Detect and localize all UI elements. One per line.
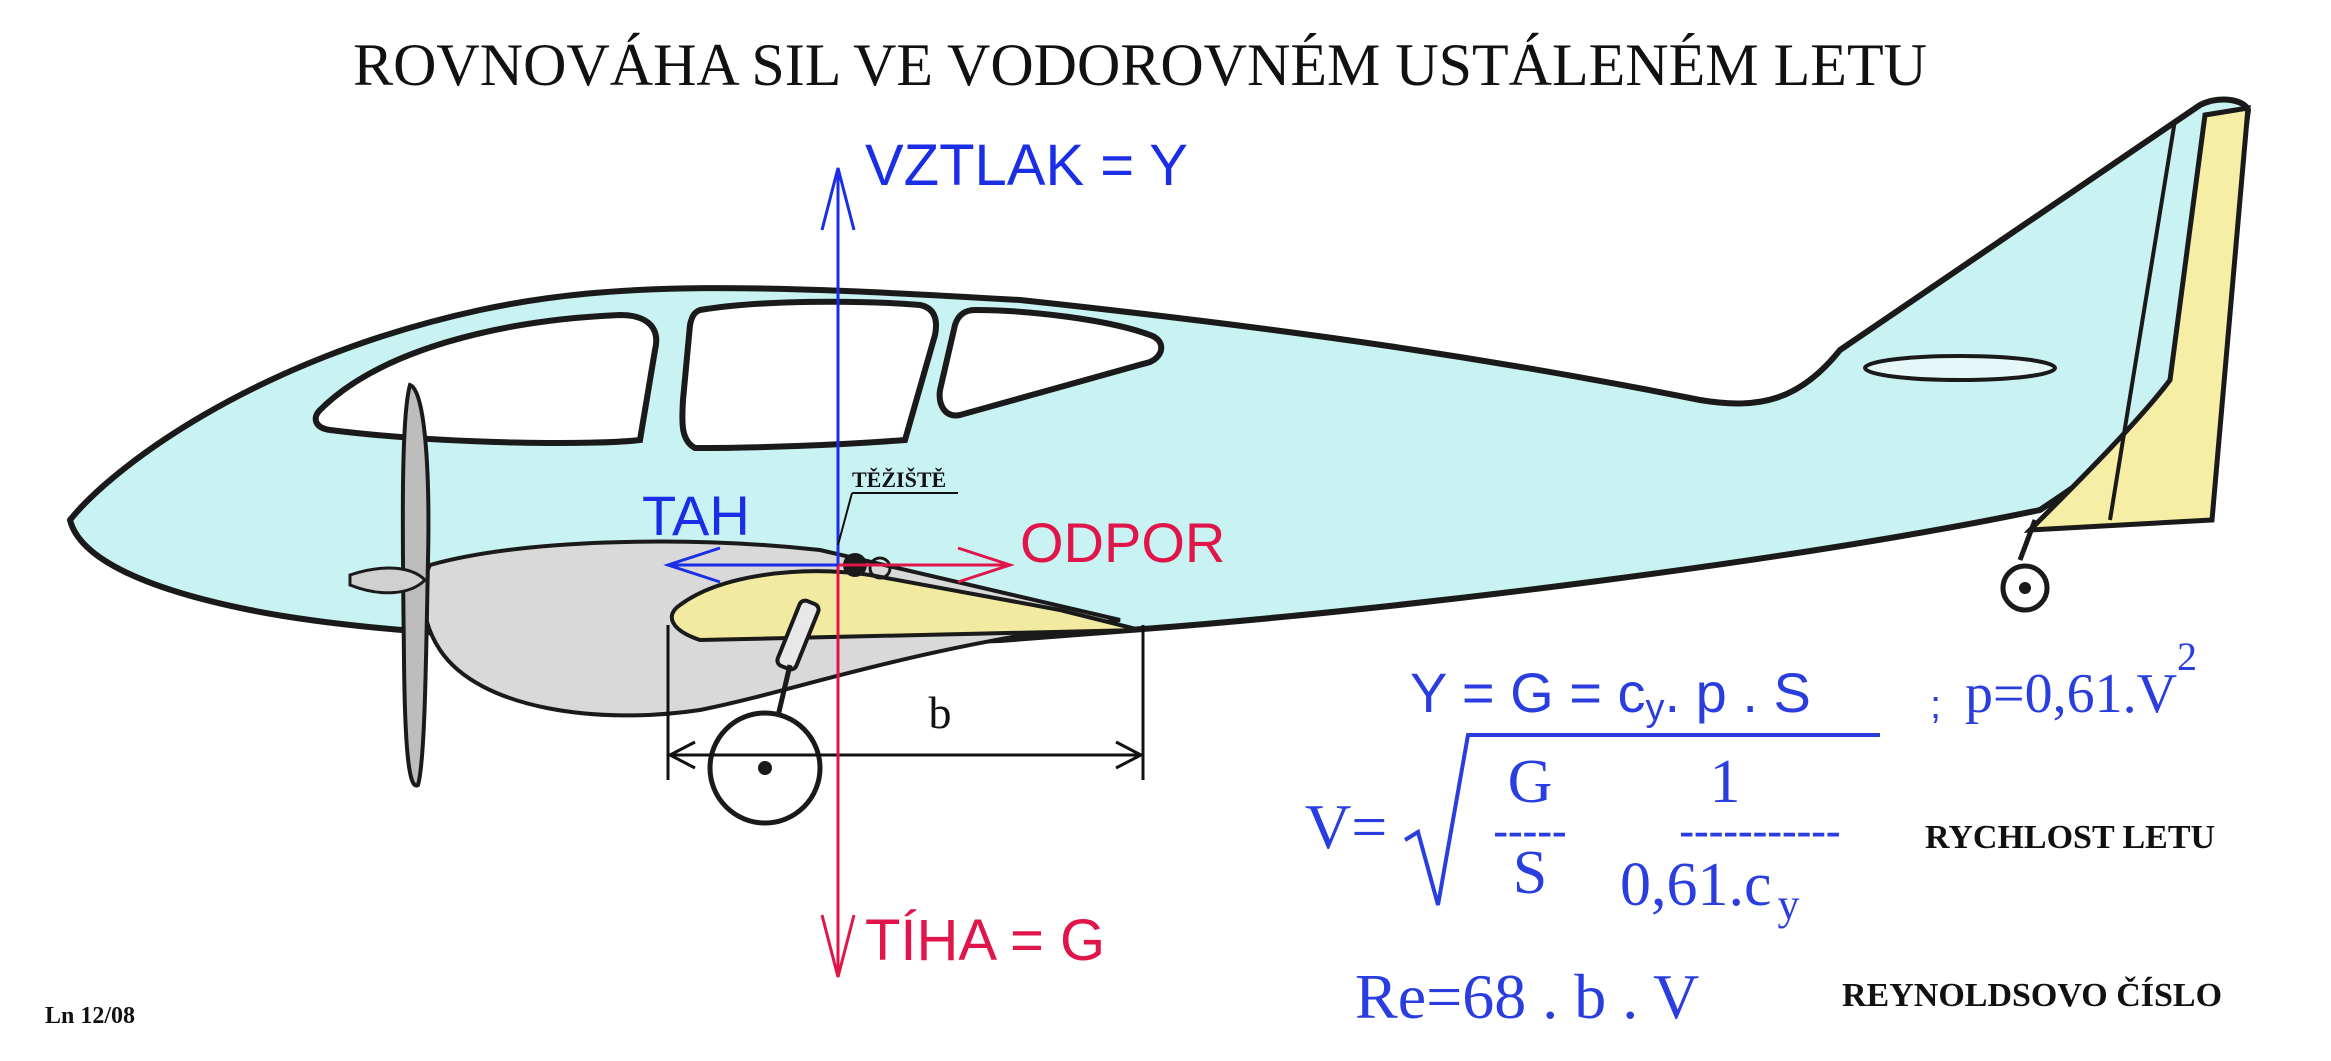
horizontal-stabilizer (1863, 354, 2057, 382)
speed-dash-2: ----------- (1679, 806, 1840, 855)
chord-dimension (666, 625, 1145, 780)
separator: ; (1930, 683, 1941, 727)
spinner (348, 566, 428, 595)
wing-root (669, 569, 1141, 643)
square-root-sign (1403, 733, 1880, 906)
speed-dash-1: ----- (1493, 806, 1566, 855)
weight-label: TÍHA = G (865, 908, 1105, 973)
speed-numerator-1: 1 (1710, 748, 1741, 816)
density-formula: p=0,61.V2 (1965, 634, 2197, 725)
speed-lhs: V= (1305, 791, 1387, 862)
window-rear (936, 306, 1165, 419)
center-of-gravity-label: TĚŽIŠTĚ (852, 467, 946, 492)
window-middle (679, 298, 940, 452)
lift-equation: Y = G = cy. p . S (1410, 661, 1811, 729)
thrust-label: TAH (642, 484, 750, 547)
lift-label: VZTLAK = Y (865, 133, 1188, 198)
speed-label: RYCHLOST LETU (1925, 819, 2215, 856)
gear-strut (775, 598, 821, 672)
footer-code: Ln 12/08 (45, 1003, 135, 1029)
airplane (67, 96, 2251, 826)
reynolds-label: REYNOLDSOVO ČÍSLO (1842, 976, 2222, 1014)
speed-numerator-g: G (1508, 748, 1553, 816)
chord-label: b (929, 687, 952, 738)
window-front (312, 311, 660, 446)
drag-label: ODPOR (1020, 511, 1225, 574)
page-title: ROVNOVÁHA SIL VE VODOROVNÉM USTÁLENÉM LE… (353, 32, 1927, 98)
reynolds-formula: Re=68 . b . V (1355, 961, 1699, 1032)
speed-denominator-s: S (1513, 839, 1547, 907)
